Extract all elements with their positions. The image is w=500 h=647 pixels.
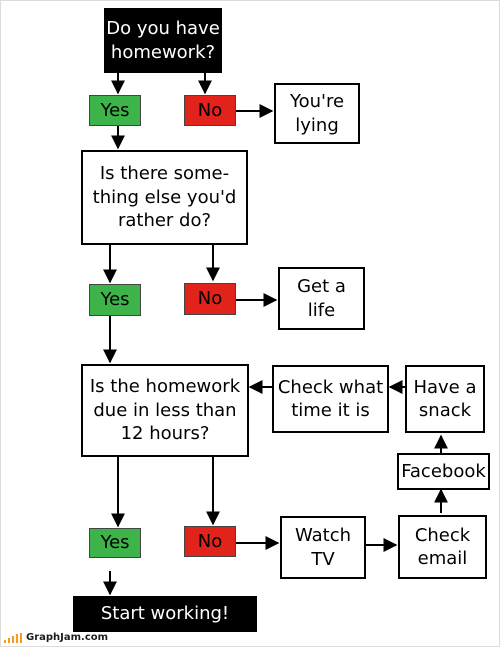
node-have-snack: Have a snack bbox=[405, 365, 485, 433]
node-no-1-label: No bbox=[197, 99, 223, 121]
node-no-2-label: No bbox=[197, 288, 223, 310]
node-youre-lying-label: You're lying bbox=[289, 91, 345, 136]
node-facebook: Facebook bbox=[397, 453, 490, 490]
node-facebook-label: Facebook bbox=[401, 460, 486, 482]
node-check-time: Check what time it is bbox=[272, 365, 389, 433]
node-something-else: Is there some- thing else you'd rather d… bbox=[81, 150, 248, 245]
graphjam-footer: GraphJam.com bbox=[4, 632, 108, 643]
node-get-a-life-label: Get a life bbox=[297, 276, 346, 321]
node-yes-3: Yes bbox=[89, 528, 141, 558]
node-no-3: No bbox=[184, 526, 236, 557]
node-have-snack-label: Have a snack bbox=[413, 376, 477, 421]
node-due-less-12-label: Is the homework due in less than 12 hour… bbox=[89, 376, 241, 445]
node-start-working: Start working! bbox=[73, 596, 257, 632]
node-start-working-label: Start working! bbox=[100, 603, 230, 625]
node-check-time-label: Check what time it is bbox=[277, 376, 384, 421]
node-something-else-label: Is there some- thing else you'd rather d… bbox=[92, 163, 237, 232]
graphjam-site-label: GraphJam.com bbox=[26, 632, 109, 643]
node-watch-tv-label: Watch TV bbox=[294, 525, 352, 570]
node-no-3-label: No bbox=[197, 530, 223, 552]
node-yes-2-label: Yes bbox=[100, 289, 130, 311]
node-check-email: Check email bbox=[398, 515, 487, 579]
node-due-less-12: Is the homework due in less than 12 hour… bbox=[81, 364, 249, 457]
node-yes-1-label: Yes bbox=[100, 99, 130, 121]
node-no-1: No bbox=[184, 95, 236, 126]
node-yes-3-label: Yes bbox=[100, 532, 130, 554]
node-do-you-have-homework-label: Do you have homework? bbox=[106, 18, 220, 63]
graphjam-logo-icon bbox=[4, 632, 22, 643]
node-yes-2: Yes bbox=[89, 284, 141, 316]
node-do-you-have-homework: Do you have homework? bbox=[104, 8, 222, 73]
node-get-a-life: Get a life bbox=[278, 267, 365, 330]
node-check-email-label: Check email bbox=[414, 524, 471, 569]
node-watch-tv: Watch TV bbox=[280, 516, 366, 579]
node-no-2: No bbox=[184, 283, 236, 315]
node-yes-1: Yes bbox=[89, 95, 141, 126]
node-youre-lying: You're lying bbox=[274, 83, 360, 144]
